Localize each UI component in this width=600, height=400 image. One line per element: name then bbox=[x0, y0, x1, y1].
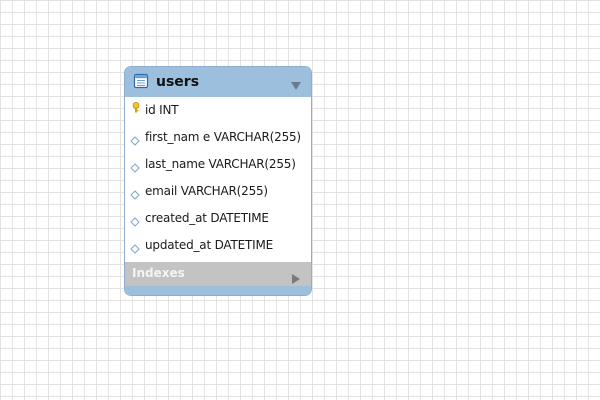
indexes-section[interactable]: Indexes bbox=[125, 262, 311, 286]
column-row-email[interactable]: email VARCHAR(255) bbox=[125, 178, 311, 205]
column-label: first_nam e VARCHAR(255) bbox=[145, 130, 301, 144]
column-list: id INT first_nam e VARCHAR(255) last_nam… bbox=[125, 97, 311, 262]
column-label: id INT bbox=[145, 103, 179, 117]
column-label: updated_at DATETIME bbox=[145, 238, 273, 252]
column-diamond-icon bbox=[130, 212, 140, 227]
chevron-right-icon[interactable] bbox=[291, 269, 301, 284]
column-row-created-at[interactable]: created_at DATETIME bbox=[125, 205, 311, 232]
column-label: created_at DATETIME bbox=[145, 211, 269, 225]
column-row-updated-at[interactable]: updated_at DATETIME bbox=[125, 232, 311, 259]
table-header[interactable]: users bbox=[125, 67, 311, 97]
column-diamond-icon bbox=[130, 239, 140, 254]
chevron-down-icon[interactable] bbox=[290, 76, 302, 90]
table-users[interactable]: users id INT bbox=[124, 66, 312, 296]
column-row-id[interactable]: id INT bbox=[125, 97, 311, 124]
column-diamond-icon bbox=[130, 185, 140, 200]
indexes-label: Indexes bbox=[132, 266, 185, 280]
table-name: users bbox=[156, 74, 200, 90]
table-footer bbox=[125, 286, 311, 295]
primary-key-icon bbox=[130, 102, 140, 114]
column-diamond-icon bbox=[130, 131, 140, 146]
column-row-first-name[interactable]: first_nam e VARCHAR(255) bbox=[125, 124, 311, 151]
column-row-last-name[interactable]: last_name VARCHAR(255) bbox=[125, 151, 311, 178]
column-diamond-icon bbox=[130, 158, 140, 173]
table-icon bbox=[133, 73, 149, 89]
column-label: email VARCHAR(255) bbox=[145, 184, 268, 198]
column-label: last_name VARCHAR(255) bbox=[145, 157, 296, 171]
